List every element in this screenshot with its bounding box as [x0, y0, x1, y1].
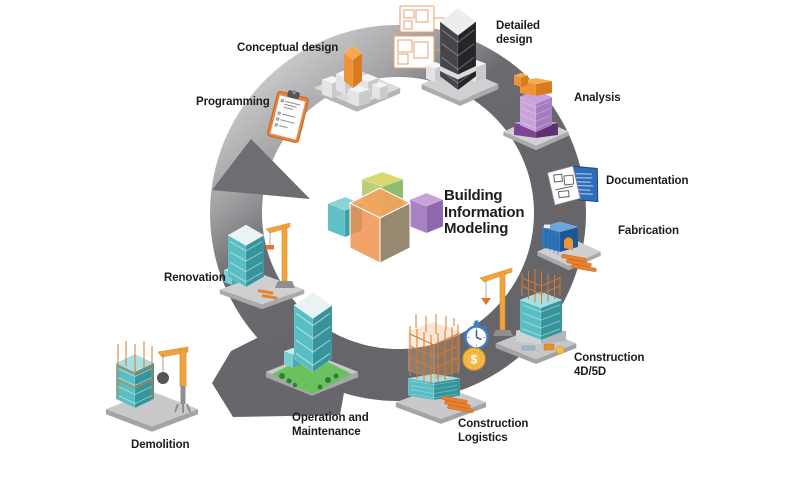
dollar-symbol: $	[471, 354, 478, 366]
label-conceptual-design: Conceptual design	[237, 42, 339, 54]
crane-icon	[265, 222, 295, 288]
orange-tower-icon	[344, 46, 362, 88]
scaffold-top-icon	[521, 269, 561, 304]
renovation-crane-icon	[219, 222, 305, 310]
wrecking-ball-building-icon	[105, 341, 199, 432]
wrecking-ball-icon	[157, 372, 169, 384]
scaffold-poles-icon	[117, 341, 153, 400]
label-analysis: Analysis	[574, 92, 621, 104]
scaffold-frame-icon	[395, 314, 487, 424]
blueprint-sheets-icon	[546, 165, 599, 206]
dollar-coin-icon: $	[462, 347, 486, 371]
label-fabrication: Fabrication	[618, 225, 679, 237]
steel-beams-icon	[561, 254, 597, 272]
skyscraper-floorplan-icon	[393, 5, 499, 106]
wrecking-crane-icon	[157, 346, 191, 413]
trees-icon	[279, 373, 339, 390]
crane-icon	[479, 267, 513, 336]
clipboard-icon	[267, 90, 309, 144]
construction-crane-icon	[479, 267, 577, 364]
green-campus-icon	[265, 292, 359, 396]
label-renovation: Renovation	[164, 272, 226, 284]
label-programming: Programming	[196, 96, 270, 108]
lattice-icon	[409, 314, 459, 385]
bim-cubes-icon	[328, 172, 443, 264]
pipes-icon	[441, 396, 474, 413]
analysis-building-icon	[503, 73, 569, 151]
factory-container-icon	[537, 222, 601, 272]
bim-title: Building Information Modeling	[444, 187, 525, 237]
arch-door-icon	[564, 237, 574, 250]
label-documentation: Documentation	[606, 175, 689, 187]
label-demolition: Demolition	[131, 439, 190, 451]
cycle-arrowhead	[212, 139, 310, 199]
